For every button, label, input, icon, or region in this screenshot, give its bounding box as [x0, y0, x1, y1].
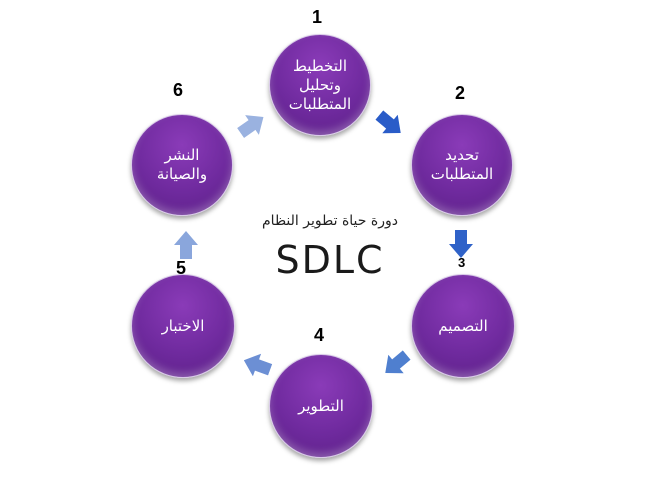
stage-2-circle: تحديد المتطلبات: [411, 114, 513, 216]
arrow-3-to-4-icon: [385, 350, 411, 374]
diagram-subtitle: دورة حياة تطوير النظام: [262, 213, 398, 229]
arrow-4-to-5-icon: [243, 353, 273, 377]
diagram-title: SDLC: [275, 238, 385, 282]
stage-5-number: 5: [176, 258, 187, 278]
stage-4-circle: التطوير: [269, 354, 373, 458]
arrow-5-to-6-icon: [174, 231, 198, 259]
stage-5-circle: الاختبار: [131, 274, 235, 378]
arrow-1-to-2-icon: [375, 110, 401, 134]
stage-4-number: 4: [314, 325, 325, 345]
arrow-2-to-3-icon: [449, 230, 473, 258]
stage-6-number: 6: [173, 80, 184, 100]
stage-1-number: 1: [312, 7, 323, 27]
stage-6-circle: النشر والصيانة: [131, 114, 233, 216]
stage-1-circle: التخطيط وتحليل المتطلبات: [269, 34, 371, 136]
stage-3-circle: التصميم: [411, 274, 515, 378]
arrow-6-to-1-icon: [237, 115, 264, 138]
stage-3-number: 3: [458, 255, 466, 270]
stage-2-number: 2: [455, 83, 466, 103]
